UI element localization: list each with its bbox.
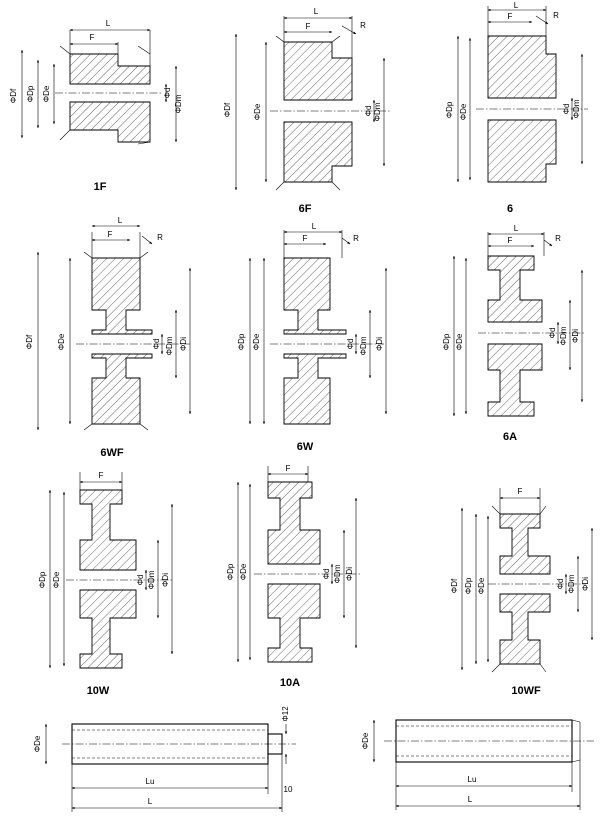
dim-L-label: L xyxy=(314,7,319,16)
figure-6: L F R ΦDp ΦDe Φd ΦDm 6 xyxy=(445,1,588,215)
caption-1F: 1F xyxy=(94,181,107,193)
dim-Dp-label: ΦDp xyxy=(26,85,35,102)
dim-Dp-label: ΦDp xyxy=(38,571,47,588)
dim-d-label: Φd xyxy=(562,104,571,115)
dim-Lu-label: Lu xyxy=(468,775,477,784)
dim-R-label: R xyxy=(157,233,163,242)
dim-L-label: L xyxy=(148,797,153,806)
dim-Di-label: ΦDi xyxy=(345,567,354,581)
caption-6A: 6A xyxy=(503,431,517,443)
dim-F-label: F xyxy=(303,234,308,243)
dim-Dp-label: ΦDp xyxy=(445,101,454,118)
figure-6A: L F R ΦDp ΦDe Φd ΦDm ΦDi 6A xyxy=(442,224,586,443)
dim-R-label: R xyxy=(353,234,359,243)
dim-Dm-label: ΦDm xyxy=(359,336,368,355)
dim-Dp-label: ΦDp xyxy=(226,563,235,580)
caption-6W: 6W xyxy=(297,441,314,453)
dim-De-label: ΦDe xyxy=(252,333,261,350)
dim-De-label: ΦDe xyxy=(52,571,61,588)
dim-d-label: Φd xyxy=(548,328,557,339)
dim-Dm-label: ΦDm xyxy=(147,570,156,589)
dim-F-label: F xyxy=(286,464,291,473)
caption-6: 6 xyxy=(507,203,513,215)
figure-10WF: F ΦDf ΦDp ΦDe Φd ΦDm ΦDi 10WF xyxy=(450,487,594,697)
dim-F-label: F xyxy=(99,471,104,480)
dim-Di-label: ΦDi xyxy=(571,329,580,343)
dim-F-label: F xyxy=(90,33,95,42)
dim-Dm-label: ΦDm xyxy=(165,336,174,355)
dim-Di-label: ΦDi xyxy=(179,337,188,351)
dim-Di-label: ΦDi xyxy=(581,577,590,591)
dim-L-label: L xyxy=(468,795,473,804)
figure-10A: F ΦDp ΦDe Φd ΦDm ΦDi 10A xyxy=(226,464,360,689)
dim-F-label: F xyxy=(508,236,513,245)
caption-10W: 10W xyxy=(87,685,110,697)
dim-d-label: Φd xyxy=(136,575,145,586)
dim-10-label: 10 xyxy=(284,785,293,794)
dim-Df-label: ΦDf xyxy=(223,102,232,117)
dim-Dp-label: ΦDp xyxy=(237,333,246,350)
dim-d-label: Φd xyxy=(322,569,331,580)
dim-L-label: L xyxy=(312,222,317,231)
caption-10A: 10A xyxy=(280,677,300,689)
figure-6F: L F R ΦDf ΦDe Φd ΦDm 6F xyxy=(223,7,390,215)
dim-d-label: Φd xyxy=(152,339,161,350)
dim-L-label: L xyxy=(514,1,519,10)
figure-10W: F ΦDp ΦDe Φd ΦDm ΦDi 10W xyxy=(38,471,174,697)
dim-F-label: F xyxy=(306,22,311,31)
dim-Dm-label: ΦDm xyxy=(333,564,342,583)
dim-De-label: ΦDe xyxy=(459,103,468,120)
caption-10WF: 10WF xyxy=(511,685,541,697)
caption-6WF: 6WF xyxy=(100,447,124,459)
dim-Dm-label: ΦDm xyxy=(373,102,382,121)
dim-De-label: ΦDe xyxy=(253,103,262,120)
dim-De-label: ΦDe xyxy=(455,333,464,350)
caption-6F: 6F xyxy=(299,203,312,215)
dim-Dp-label: ΦDp xyxy=(464,577,473,594)
dim-d-label: Φd xyxy=(163,88,172,99)
dim-R-label: R xyxy=(360,21,366,30)
dim-De-label: ΦDe xyxy=(42,85,51,102)
dim-d-label: Φd xyxy=(346,339,355,350)
figure-1F: L F ΦDf ΦDp ΦDe Φd ΦDm 1F xyxy=(9,19,183,193)
dim-Dm-label: ΦDm xyxy=(559,326,568,345)
dim-De-label: ΦDe xyxy=(477,577,486,594)
dim-Di-label: ΦDi xyxy=(375,337,384,351)
dim-Di-label: ΦDi xyxy=(161,573,170,587)
dim-F-label: F xyxy=(108,230,113,239)
dim-L-label: L xyxy=(106,19,111,28)
dim-R-label: R xyxy=(553,11,559,20)
dim-Df-label: ΦDf xyxy=(9,88,18,103)
dim-Dm-label: ΦDm xyxy=(174,94,183,113)
figure-bar-stepped: ΦDe Φ12 Lu L 10 xyxy=(33,706,296,812)
dim-phi12-label: Φ12 xyxy=(281,706,290,722)
dim-R-label: R xyxy=(555,234,561,243)
dim-De-label: ΦDe xyxy=(361,732,370,749)
dim-Dp-label: ΦDp xyxy=(442,333,451,350)
dim-Dm-label: ΦDm xyxy=(567,574,576,593)
dim-De-label: ΦDe xyxy=(57,333,66,350)
dim-Df-label: ΦDf xyxy=(25,334,34,349)
dim-d-label: Φd xyxy=(364,106,373,117)
figure-6W: L F R ΦDp ΦDe Φd ΦDm ΦDi 6W xyxy=(237,222,388,453)
dim-De-label: ΦDe xyxy=(33,735,42,752)
dim-L-label: L xyxy=(514,224,519,233)
figure-6WF: L F R ΦDf ΦDe Φd ΦDm ΦDi 6WF xyxy=(25,216,192,459)
dim-De-label: ΦDe xyxy=(239,563,248,580)
figure-bar-plain: ΦDe Lu L xyxy=(361,719,594,810)
dim-L-label: L xyxy=(118,216,123,225)
dim-F-label: F xyxy=(508,12,513,21)
dim-Dm-label: ΦDm xyxy=(572,99,581,118)
dim-Df-label: ΦDf xyxy=(450,578,459,593)
dim-F-label: F xyxy=(518,487,523,496)
dim-d-label: Φd xyxy=(556,579,565,590)
dim-Lu-label: Lu xyxy=(146,777,155,786)
